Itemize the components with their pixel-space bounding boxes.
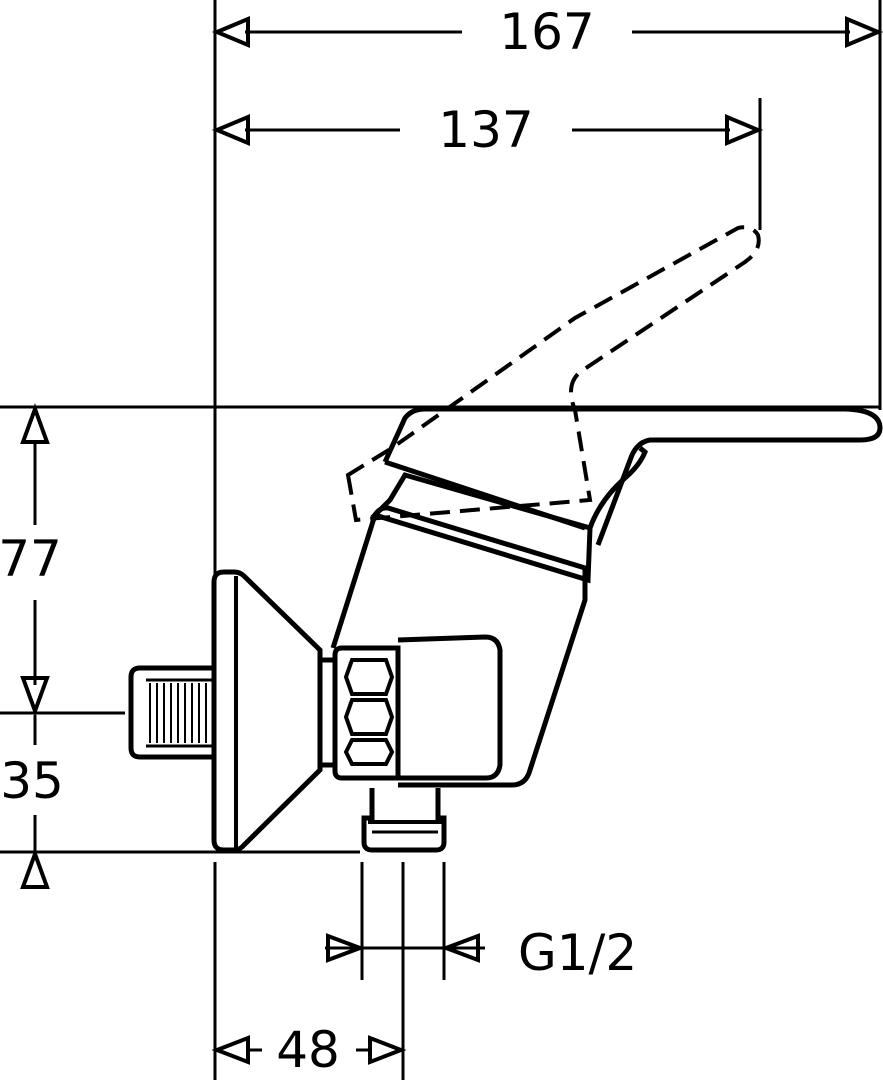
dimension-height: 77 35 <box>0 403 64 889</box>
mixer-lever <box>382 406 883 546</box>
dim-label-35: 35 <box>0 752 64 810</box>
dim-label-48: 48 <box>276 1021 340 1079</box>
wall-rosette <box>211 569 323 853</box>
connector-nut <box>320 645 401 781</box>
dimension-lever-reach: 137 <box>211 101 764 159</box>
dimension-wall-offset: 48 <box>211 1021 407 1079</box>
dimension-thread: G1/2 <box>325 924 637 982</box>
dim-label-137: 137 <box>438 101 533 159</box>
wall-pipe <box>128 665 212 760</box>
dim-label-167: 167 <box>499 3 594 61</box>
dim-label-77: 77 <box>0 530 62 588</box>
dimension-overall-width: 167 <box>211 3 883 61</box>
outlet-nipple <box>361 788 447 853</box>
dim-label-thread: G1/2 <box>518 924 637 982</box>
